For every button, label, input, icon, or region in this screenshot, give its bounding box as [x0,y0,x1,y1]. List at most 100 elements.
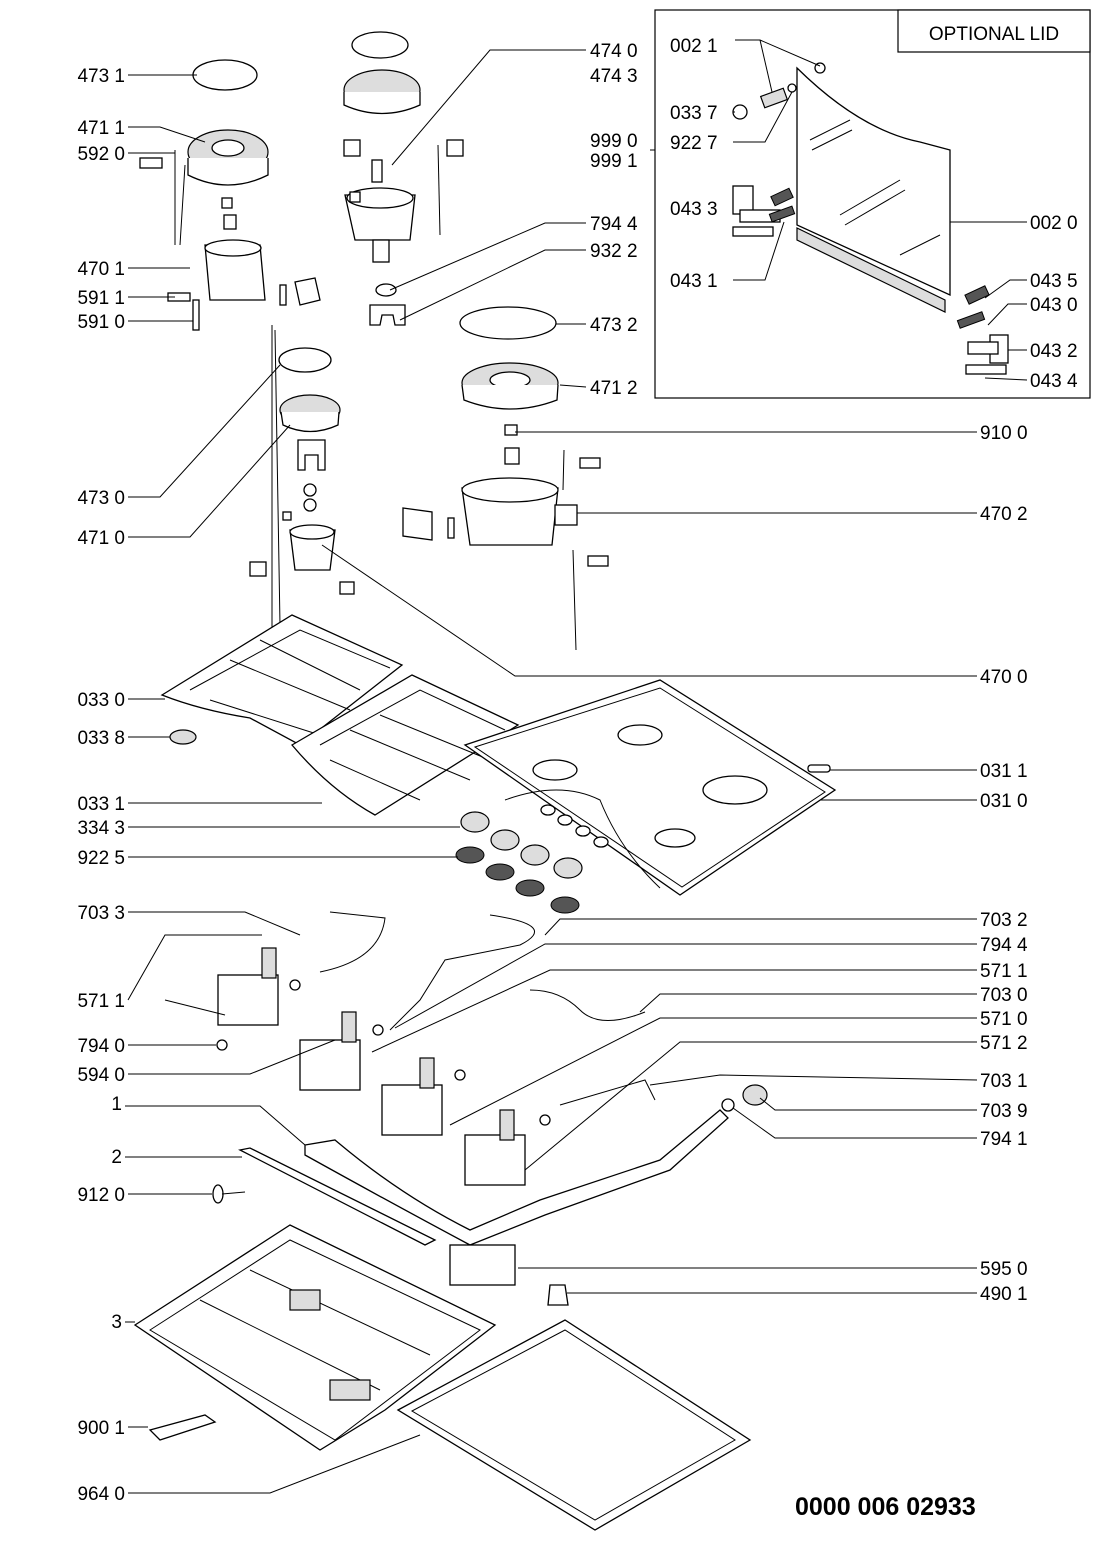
burner-rear-center [343,31,464,326]
callout-label: 3 [111,1312,122,1333]
callout-label: 703 3 [77,903,125,924]
callout-label: 470 0 [980,667,1028,688]
callout-label: 910 0 [980,423,1028,444]
leader-line [394,943,977,1029]
callout-labels: 473 1 471 1 592 0 470 1 591 1 591 0 473 0 471 0… [77,36,1078,1505]
callout-label: 033 7 [670,103,718,124]
burner-small-front-left [249,325,355,640]
callout-label: 964 0 [77,1484,125,1505]
leader-line [128,364,281,498]
callout-label: 592 0 [77,144,125,165]
callout-label: 571 2 [980,1033,1028,1054]
callout-label: 473 1 [77,66,125,87]
burner-large-front-right [402,306,609,651]
leader-line [984,279,1027,299]
optional-lid-title: OPTIONAL LID [929,24,1059,45]
callout-label: 571 0 [980,1009,1028,1030]
callout-label: 999 0 [590,131,638,152]
callout-label: 571 1 [980,961,1028,982]
leader-line [371,969,977,1053]
callout-label: 794 0 [77,1036,125,1057]
callout-label: 703 1 [980,1071,1028,1092]
leader-line [128,126,206,143]
leader-line [449,1017,977,1126]
callout-label: 043 2 [1030,341,1078,362]
burner-rear-left [139,59,321,331]
lid-hinge-rail [796,227,946,313]
callout-label: 473 2 [590,315,638,336]
callout-label: 912 0 [77,1185,125,1206]
callout-label: 932 2 [590,241,638,262]
leader-line [128,424,291,538]
callout-label: 031 0 [980,791,1028,812]
callout-label: 033 1 [77,794,125,815]
callout-label: 900 1 [77,1418,125,1439]
callout-label: 470 1 [77,259,125,280]
callout-label: 490 1 [980,1284,1028,1305]
callout-label: 703 0 [980,985,1028,1006]
callout-label: 471 1 [77,118,125,139]
callout-label: 571 1 [77,991,125,1012]
leader-line [732,1107,977,1139]
callout-label: 922 5 [77,848,125,869]
leader-line [127,934,262,1001]
part-number: 0000 006 02933 [795,1493,976,1521]
leader-line [759,39,773,93]
leader-line [735,39,821,67]
leader-line [639,993,977,1013]
callout-label: 794 4 [980,935,1028,956]
callout-label: 471 2 [590,378,638,399]
callout-label: 595 0 [980,1259,1028,1280]
callout-label: 033 8 [77,728,125,749]
callout-label: 043 3 [670,199,718,220]
callout-label: 043 0 [1030,295,1078,316]
leader-line [987,303,1027,326]
optional-lid-panel: OPTIONAL LID [654,9,1091,399]
pan-supports [160,614,520,816]
callout-label: 703 2 [980,910,1028,931]
callout-label: 1 [111,1094,122,1115]
callout-label: 002 0 [1030,213,1078,234]
leader-line [759,1097,977,1111]
hob-top-plate [463,679,837,896]
callout-label: 031 1 [980,761,1028,782]
leader-line [984,377,1028,381]
callout-label: 043 1 [670,271,718,292]
callout-label: 922 7 [670,133,718,154]
leader-line [733,91,793,143]
gas-valves [216,911,768,1246]
leader-line [559,384,587,388]
callout-label: 591 1 [77,288,125,309]
callout-label: 594 0 [77,1065,125,1086]
leader-line [164,999,226,1016]
control-knobs [455,811,583,914]
leader-line [125,1105,306,1146]
callout-label: 043 5 [1030,271,1078,292]
callout-label: 591 0 [77,312,125,333]
leader-line [389,222,586,291]
leader-line [399,249,586,321]
callout-label: 474 0 [590,41,638,62]
callout-label: 470 2 [980,504,1028,525]
callout-label: 002 1 [670,36,718,57]
leader-line [544,918,977,936]
callout-label: 471 0 [77,528,125,549]
leader-line [128,911,301,936]
callout-label: 474 3 [590,66,638,87]
leader-line [128,1039,336,1075]
callout-label: 2 [111,1147,122,1168]
callout-label: 473 0 [77,488,125,509]
callout-label: 999 1 [590,151,638,172]
lid-glass [796,66,951,297]
leader-line [391,49,586,166]
leader-line [649,1074,978,1086]
callout-label: 334 3 [77,818,125,839]
leader-line [733,221,785,281]
callout-label: 703 9 [980,1101,1028,1122]
leader-line [321,544,977,677]
callout-label: 794 4 [590,214,638,235]
leader-line [128,1434,421,1494]
callout-label: 033 0 [77,690,125,711]
